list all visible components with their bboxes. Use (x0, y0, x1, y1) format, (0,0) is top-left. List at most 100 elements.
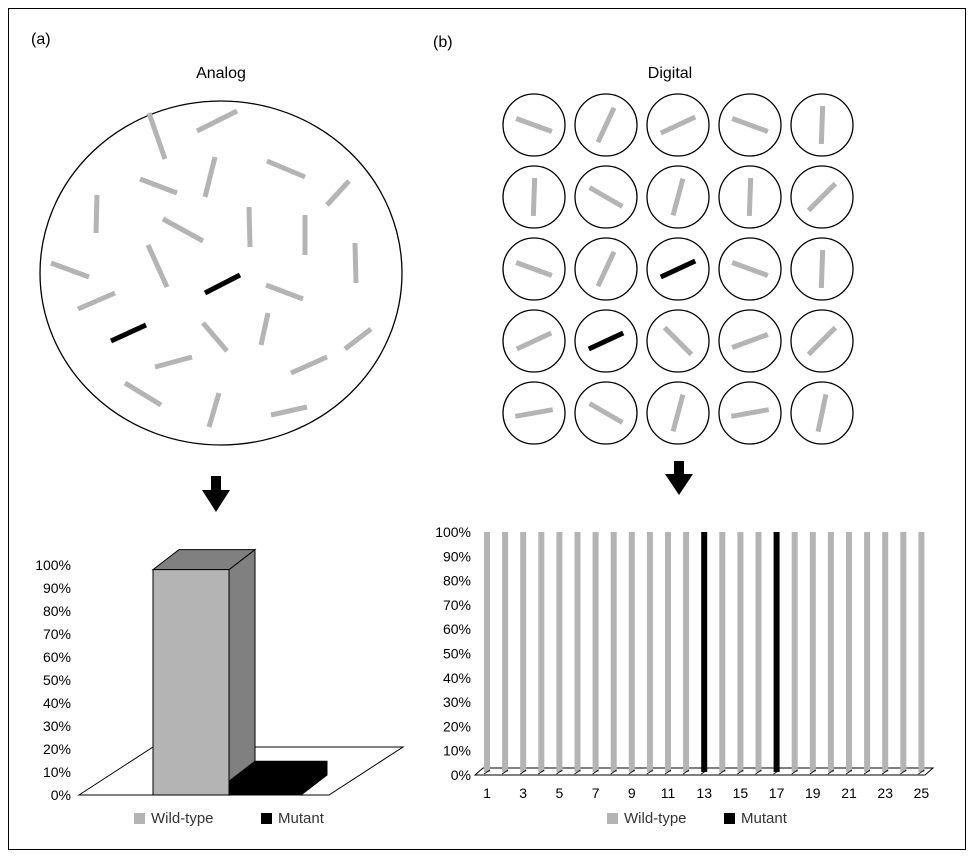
bar-wild-type (809, 532, 816, 772)
bar-mutant (773, 532, 780, 772)
legend-label-wild-type: Wild-type (151, 810, 214, 827)
segment-mark (93, 194, 100, 234)
legend-label-mutant: Mutant (741, 810, 788, 827)
x-tick-label: 1 (483, 785, 491, 801)
segment-mark (515, 330, 553, 352)
bar-base-mark (755, 769, 762, 775)
chart-b-legend: Wild-type Mutant (607, 810, 788, 827)
segment-mark (588, 185, 624, 209)
y-tick-label: 10% (43, 764, 71, 780)
bar-base-mark (610, 769, 617, 775)
segment-mark (659, 114, 697, 136)
bar-wild-type (900, 532, 907, 772)
segment-mark (730, 407, 770, 419)
chart-a-bars (151, 548, 328, 797)
y-tick-label: 100% (35, 557, 71, 573)
y-tick-label: 10% (443, 743, 471, 759)
bar-wild-type (882, 532, 889, 772)
segment-mark (139, 176, 178, 196)
bar-base-mark (845, 769, 853, 775)
segment-mark (731, 332, 769, 350)
bar-base-mark (863, 769, 871, 775)
segment-mark (670, 394, 686, 432)
panel-b-title: Digital (648, 65, 692, 82)
analog-segments (50, 108, 373, 428)
analog-bar-chart: 0%10%20%30%40%50%60%70%80%90%100% (35, 548, 405, 803)
segment-mark (258, 312, 271, 346)
legend-label-wild-type: Wild-type (624, 810, 687, 827)
x-tick-label: 25 (914, 785, 930, 801)
segment-mark (265, 282, 304, 302)
legend-label-mutant: Mutant (278, 810, 325, 827)
bar-wild-type (737, 532, 744, 772)
segment-mark (201, 321, 229, 353)
bar-base-mark (538, 769, 545, 775)
legend-swatch-wild-type (607, 813, 618, 824)
y-tick-label: 40% (443, 670, 471, 686)
bar-base-mark (773, 769, 780, 775)
x-tick-label: 9 (628, 785, 636, 801)
bar-base-mark (918, 769, 925, 775)
bar-base-mark (809, 769, 817, 775)
bar-wild-type (719, 532, 726, 772)
analog-illustration (39, 100, 403, 446)
y-tick-label: 70% (443, 597, 471, 613)
segment-mark (109, 322, 148, 344)
y-tick-label: 50% (43, 672, 71, 688)
figure-frame: (a) Analog (b) Digital 0%10%20%30%40%50%… (8, 8, 966, 850)
segment-mark (325, 179, 351, 207)
x-tick-label: 19 (805, 785, 821, 801)
legend-swatch-mutant (724, 813, 735, 824)
bar-wild-type (646, 532, 653, 772)
bar-wild-type-side (228, 548, 256, 797)
bar-base-mark (664, 769, 672, 775)
y-tick-label: 80% (43, 603, 71, 619)
bar-wild-type (592, 532, 599, 772)
bar-wild-type (791, 532, 798, 772)
down-arrow-icon (202, 476, 230, 512)
chart-a-legend: Wild-type Mutant (134, 810, 325, 827)
analog-circle (39, 100, 403, 446)
bar-wild-type (918, 532, 925, 772)
bar-wild-type (864, 532, 871, 772)
y-tick-label: 20% (443, 718, 471, 734)
y-tick-label: 80% (443, 573, 471, 589)
y-tick-label: 70% (43, 626, 71, 642)
bar-base-mark (827, 769, 835, 775)
x-tick-label: 5 (556, 785, 564, 801)
legend-swatch-wild-type (134, 813, 145, 824)
bar-base-mark (519, 769, 527, 775)
bar-base-mark (574, 769, 581, 775)
segment-mark (515, 260, 553, 278)
y-tick-label: 40% (43, 695, 71, 711)
bar-wild-type (538, 532, 545, 772)
segment-mark (731, 260, 769, 278)
bar-base-mark (719, 769, 726, 775)
bar-wild-type (846, 532, 852, 772)
segment-mark (50, 260, 90, 280)
bar-base-mark (646, 769, 654, 775)
segment-mark (806, 325, 838, 357)
segment-mark (145, 243, 170, 289)
bar-wild-type (683, 532, 690, 772)
segment-mark (202, 156, 218, 198)
bar-base-mark (501, 769, 509, 775)
chart-a-y-axis: 0%10%20%30%40%50%60%70%80%90%100% (35, 557, 71, 803)
x-tick-label: 15 (733, 785, 749, 801)
bar-wild-type (574, 532, 581, 772)
y-tick-label: 0% (451, 767, 471, 783)
segment-mark (595, 106, 617, 144)
bar-base-mark (791, 769, 798, 775)
panel-b-label: (b) (433, 34, 453, 51)
bar-base-mark (483, 769, 491, 775)
segment-mark (588, 401, 624, 425)
segment-mark (731, 116, 769, 134)
segment-mark (587, 330, 625, 352)
segment-mark (670, 178, 686, 216)
x-tick-label: 7 (592, 785, 600, 801)
segment-mark (595, 250, 617, 288)
bar-wild-type (665, 532, 671, 772)
y-tick-label: 60% (43, 649, 71, 665)
segment-mark (146, 112, 168, 160)
segment-mark (343, 327, 373, 351)
